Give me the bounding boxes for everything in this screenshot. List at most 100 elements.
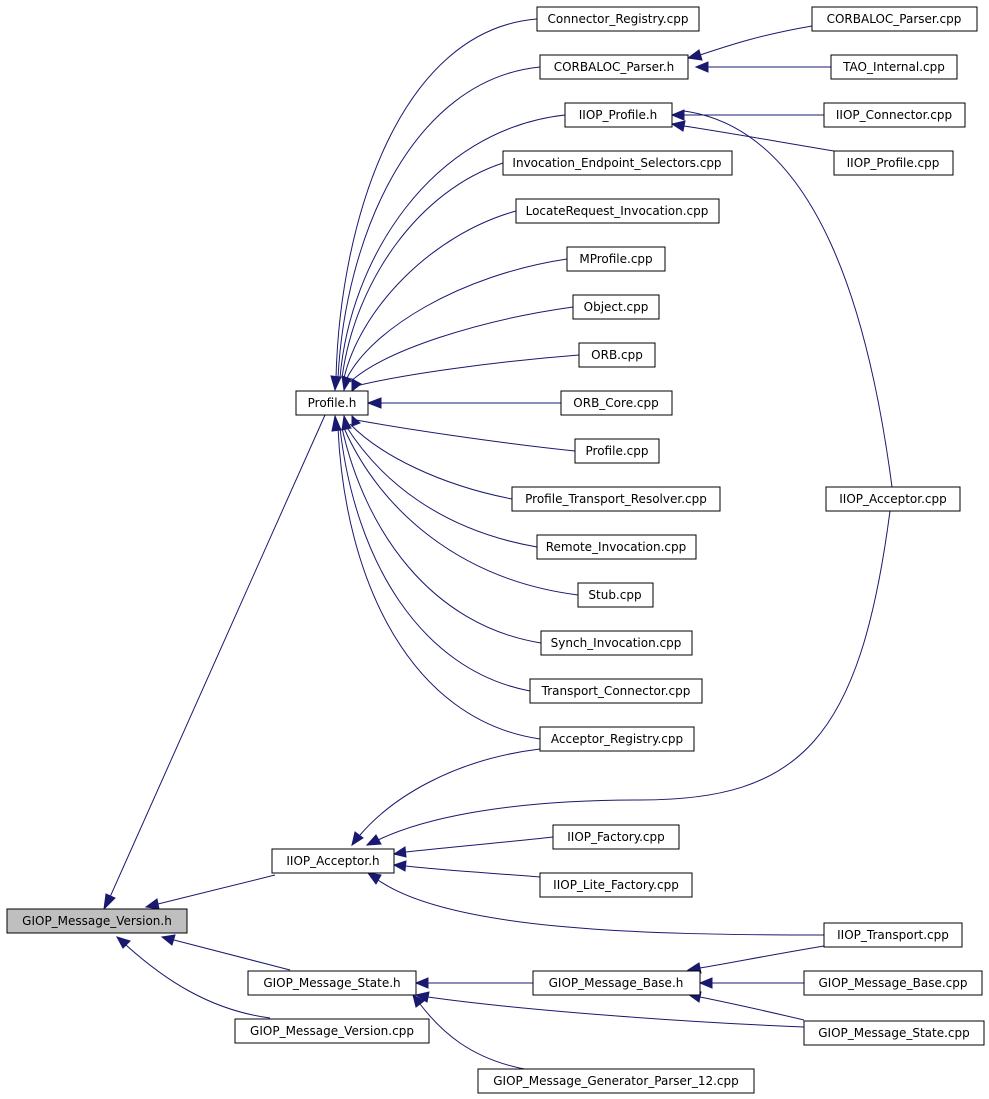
node-label: ORB_Core.cpp — [573, 396, 658, 410]
edge-profile-transport-to-profile-h — [349, 423, 513, 500]
edge-object-cpp-to-profile-h — [349, 306, 574, 383]
node-locate-request[interactable]: LocateRequest_Invocation.cpp — [515, 198, 720, 224]
node-remote-invocation[interactable]: Remote_Invocation.cpp — [536, 534, 697, 560]
node-label: Acceptor_Registry.cpp — [551, 732, 683, 746]
node-label: GIOP_Message_State.cpp — [818, 1026, 970, 1040]
edge-gms-h-to-gmv-h — [173, 939, 291, 971]
edge-corbaloc-h-to-profile-h — [337, 66, 541, 379]
node-label: IIOP_Profile.h — [579, 108, 658, 122]
arrowhead — [160, 934, 176, 946]
arrowhead — [392, 860, 407, 872]
node-label: IIOP_Lite_Factory.cpp — [553, 878, 679, 892]
arrowhead — [414, 977, 429, 989]
nodes: GIOP_Message_Version.h Profile.h IIOP_Ac… — [6, 6, 985, 1094]
edge-iiop-acceptor-h-to-gmv-h — [157, 874, 276, 905]
node-label: GIOP_Message_Version.h — [22, 914, 172, 928]
arrowhead — [670, 109, 685, 121]
arrowhead — [351, 831, 364, 847]
edge-iiop-transport-to-gmb-h — [699, 945, 825, 969]
arrowhead — [366, 397, 382, 409]
node-orb-cpp[interactable]: ORB.cpp — [578, 342, 656, 368]
edge-connector-registry-to-profile-h — [335, 18, 538, 379]
edge-iiop-profile-h-to-profile-h — [339, 114, 566, 379]
arrowhead — [392, 846, 407, 858]
node-label: LocateRequest_Invocation.cpp — [526, 204, 709, 218]
node-gmb-cpp[interactable]: GIOP_Message_Base.cpp — [803, 970, 983, 996]
node-label: Transport_Connector.cpp — [541, 684, 691, 698]
arrowhead — [341, 414, 352, 431]
edge-iiop-profile-cpp-to-iiop-profile-h — [683, 125, 835, 152]
node-synch-invocation[interactable]: Synch_Invocation.cpp — [540, 630, 693, 656]
node-gmv-cpp[interactable]: GIOP_Message_Version.cpp — [234, 1018, 430, 1044]
node-label: GIOP_Message_Version.cpp — [250, 1024, 414, 1038]
node-profile-cpp[interactable]: Profile.cpp — [574, 438, 660, 464]
node-label: MProfile.cpp — [579, 252, 652, 266]
arrowhead — [330, 375, 342, 392]
edge-transport-connector-to-profile-h — [339, 427, 531, 692]
node-iiop-factory[interactable]: IIOP_Factory.cpp — [552, 824, 680, 850]
edge-mprofile-to-profile-h — [345, 258, 568, 381]
node-profile-h[interactable]: Profile.h — [295, 390, 369, 416]
node-gms-cpp[interactable]: GIOP_Message_State.cpp — [803, 1020, 985, 1046]
edge-invocation-endpoint-to-profile-h — [341, 162, 504, 379]
node-label: Remote_Invocation.cpp — [546, 540, 686, 554]
node-label: Stub.cpp — [588, 588, 641, 602]
arrowhead — [351, 378, 362, 393]
node-label: Profile.h — [308, 396, 357, 410]
node-corbaloc-h[interactable]: CORBALOC_Parser.h — [539, 54, 689, 80]
edge-gms-cpp-to-gms-h — [427, 996, 805, 1028]
edge-corbaloc-cpp-to-corbaloc-h — [699, 25, 813, 56]
edge-iiop-transport-to-iiop-acceptor-h — [377, 879, 825, 936]
node-label: IIOP_Connector.cpp — [836, 108, 952, 122]
node-mprofile[interactable]: MProfile.cpp — [566, 246, 666, 272]
node-orb-core[interactable]: ORB_Core.cpp — [560, 390, 673, 416]
node-label: IIOP_Factory.cpp — [567, 830, 665, 844]
node-acceptor-registry[interactable]: Acceptor_Registry.cpp — [539, 726, 695, 752]
edge-gms-cpp-to-gmb-h — [699, 996, 805, 1021]
node-corbaloc-cpp[interactable]: CORBALOC_Parser.cpp — [811, 6, 978, 32]
node-iiop-lite-factory[interactable]: IIOP_Lite_Factory.cpp — [539, 872, 693, 898]
edge-locate-request-to-profile-h — [343, 210, 517, 379]
arrowhead — [103, 893, 116, 911]
node-gmb-h[interactable]: GIOP_Message_Base.h — [532, 970, 701, 996]
arrowhead — [115, 936, 131, 949]
node-gmg-parser[interactable]: GIOP_Message_Generator_Parser_12.cpp — [477, 1068, 755, 1094]
arrowhead — [670, 120, 686, 132]
node-profile-transport[interactable]: Profile_Transport_Resolver.cpp — [511, 486, 721, 512]
node-iiop-connector[interactable]: IIOP_Connector.cpp — [823, 102, 966, 128]
node-transport-connector[interactable]: Transport_Connector.cpp — [529, 678, 703, 704]
arrowhead — [698, 977, 713, 989]
node-label: Profile_Transport_Resolver.cpp — [525, 492, 707, 506]
node-object-cpp[interactable]: Object.cpp — [572, 294, 660, 320]
node-tao-internal[interactable]: TAO_Internal.cpp — [830, 54, 958, 80]
arrowhead — [365, 834, 382, 846]
node-label: CORBALOC_Parser.h — [554, 60, 675, 74]
arrowhead — [694, 61, 709, 73]
node-gms-h[interactable]: GIOP_Message_State.h — [247, 970, 417, 996]
arrowhead — [144, 898, 160, 910]
edge-orb-cpp-to-profile-h — [355, 354, 580, 387]
arrowhead — [341, 375, 352, 392]
node-iiop-profile-h[interactable]: IIOP_Profile.h — [564, 102, 673, 128]
node-label: GIOP_Message_State.h — [263, 976, 400, 990]
edge-iiop-lite-factory-to-iiop-acceptor-h — [405, 865, 541, 878]
edge-profile-h-to-gmv-h — [109, 414, 326, 898]
node-iiop-acceptor-h[interactable]: IIOP_Acceptor.h — [271, 848, 395, 874]
node-label: IIOP_Acceptor.cpp — [839, 492, 946, 506]
node-iiop-acceptor-cpp[interactable]: IIOP_Acceptor.cpp — [825, 486, 961, 512]
node-label: Synch_Invocation.cpp — [551, 636, 682, 650]
node-label: Profile.cpp — [586, 444, 649, 458]
arrowhead — [331, 414, 342, 432]
node-iiop-profile-cpp[interactable]: IIOP_Profile.cpp — [833, 150, 954, 176]
node-stub-cpp[interactable]: Stub.cpp — [577, 582, 654, 608]
node-gmv-h[interactable]: GIOP_Message_Version.h — [6, 908, 188, 934]
node-connector-registry[interactable]: Connector_Registry.cpp — [536, 6, 700, 32]
node-iiop-transport[interactable]: IIOP_Transport.cpp — [823, 922, 963, 948]
node-label: IIOP_Profile.cpp — [847, 156, 940, 170]
edge-acceptor-registry-to-profile-h — [337, 427, 541, 740]
node-invocation-endpoint[interactable]: Invocation_Endpoint_Selectors.cpp — [502, 150, 733, 176]
node-label: CORBALOC_Parser.cpp — [827, 12, 962, 26]
arrowhead — [686, 49, 703, 61]
edge-stub-cpp-to-profile-h — [343, 427, 579, 596]
edge-remote-invocation-to-profile-h — [345, 425, 538, 548]
